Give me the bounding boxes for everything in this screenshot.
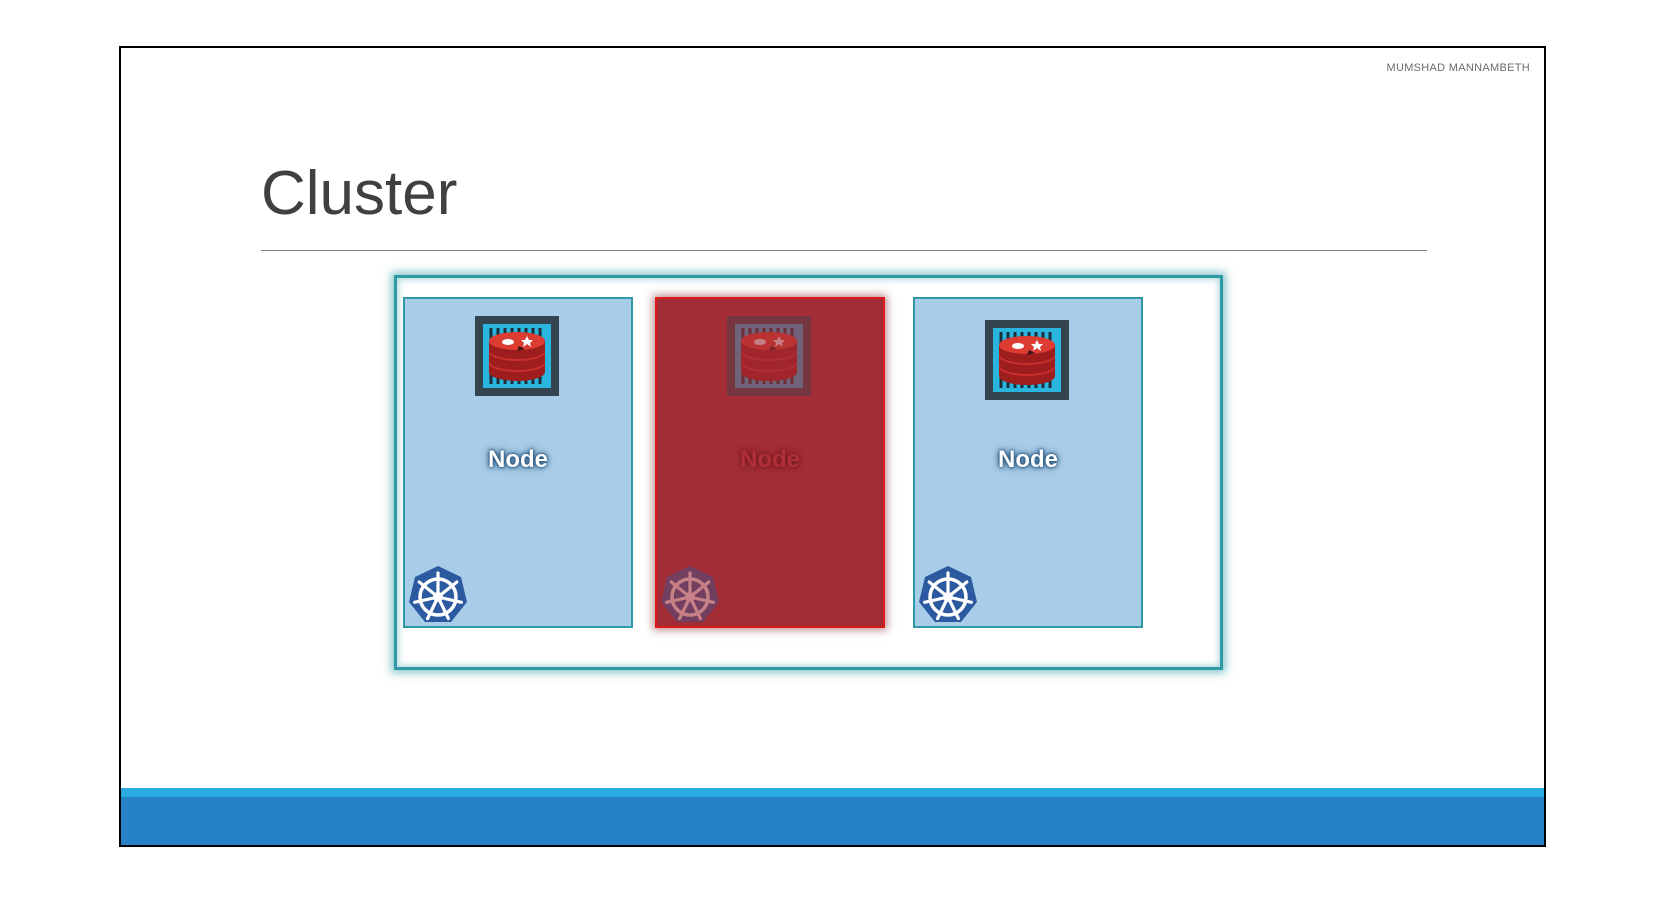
author-name: MUMSHAD MANNAMBETH (1386, 62, 1530, 74)
kubernetes-icon (407, 564, 469, 626)
redis-container-icon (985, 320, 1069, 400)
title-divider (261, 250, 1427, 251)
redis-container-icon (475, 316, 559, 396)
kubernetes-icon (659, 564, 721, 626)
node-label: Node (488, 446, 548, 473)
node-2-failed: Node (655, 297, 885, 628)
slide: MUMSHAD MANNAMBETH Cluster Node Node Nod… (119, 46, 1546, 847)
footer-accent-bar (121, 788, 1544, 797)
kubernetes-icon (917, 564, 979, 626)
node-3: Node (913, 297, 1143, 628)
footer-bar (121, 797, 1544, 845)
node-1: Node (403, 297, 633, 628)
slide-title: Cluster (261, 159, 458, 228)
node-label: Node (740, 446, 800, 473)
node-label: Node (998, 446, 1058, 473)
redis-container-icon (727, 316, 811, 396)
